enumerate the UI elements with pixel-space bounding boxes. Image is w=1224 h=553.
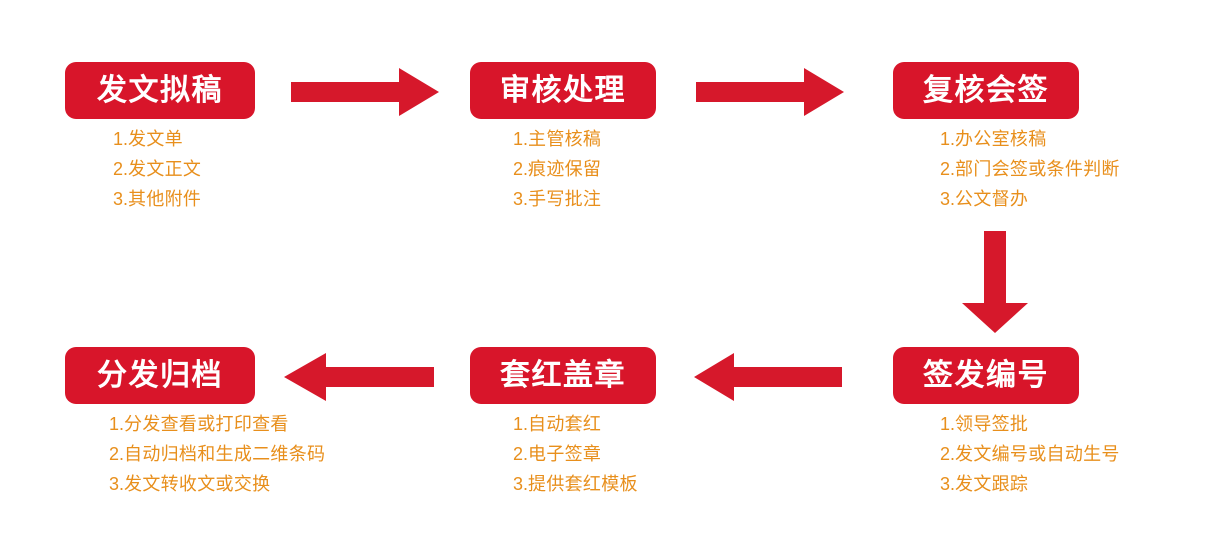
stage-pill-4[interactable]: 签发编号 xyxy=(893,347,1079,404)
list-item: 3.公文督办 xyxy=(940,184,1120,214)
list-item-label: 部门会签或条件判断 xyxy=(955,159,1120,179)
list-item-number: 2. xyxy=(113,159,129,179)
list-item-label: 发文编号或自动生号 xyxy=(955,444,1120,464)
stage-list-5: 1.自动套红 2.电子签章 3.提供套红模板 xyxy=(513,409,638,499)
list-item-number: 2. xyxy=(940,444,956,464)
stage-title-3: 复核会签 xyxy=(923,73,1049,107)
list-item-number: 3. xyxy=(113,189,129,209)
list-item-label: 分发查看或打印查看 xyxy=(124,414,289,434)
list-item-label: 发文转收文或交换 xyxy=(124,474,271,494)
list-item-label: 手写批注 xyxy=(528,189,602,209)
list-item-label: 发文单 xyxy=(128,129,183,149)
stage-pill-3[interactable]: 复核会签 xyxy=(893,62,1079,119)
arrow-right-icon xyxy=(696,66,844,118)
list-item: 2.电子签章 xyxy=(513,439,638,469)
list-item: 3.其他附件 xyxy=(113,184,201,214)
arrow-down-icon xyxy=(960,231,1030,333)
stage-title-1: 发文拟稿 xyxy=(97,73,223,107)
list-item-number: 2. xyxy=(513,159,529,179)
list-item: 1.分发查看或打印查看 xyxy=(109,409,325,439)
list-item-label: 主管核稿 xyxy=(528,129,602,149)
stage-title-5: 套红盖章 xyxy=(500,358,626,392)
list-item: 2.发文编号或自动生号 xyxy=(940,439,1120,469)
stage-title-4: 签发编号 xyxy=(923,358,1049,392)
list-item-label: 领导签批 xyxy=(955,414,1029,434)
list-item-number: 2. xyxy=(109,444,125,464)
stage-title-6: 分发归档 xyxy=(97,358,223,392)
stage-title-2: 审核处理 xyxy=(500,73,626,107)
list-item-label: 自动套红 xyxy=(528,414,602,434)
arrow-left-icon xyxy=(284,351,434,403)
list-item-label: 其他附件 xyxy=(128,189,202,209)
list-item-number: 3. xyxy=(940,474,956,494)
list-item: 1.自动套红 xyxy=(513,409,638,439)
list-item: 1.领导签批 xyxy=(940,409,1120,439)
list-item: 2.痕迹保留 xyxy=(513,154,601,184)
list-item: 1.办公室核稿 xyxy=(940,124,1120,154)
arrow-right-icon xyxy=(291,66,439,118)
list-item-label: 电子签章 xyxy=(528,444,602,464)
list-item-number: 1. xyxy=(109,414,125,434)
list-item-number: 1. xyxy=(513,414,529,434)
arrow-left-icon xyxy=(694,351,842,403)
list-item: 2.部门会签或条件判断 xyxy=(940,154,1120,184)
stage-list-6: 1.分发查看或打印查看 2.自动归档和生成二维条码 3.发文转收文或交换 xyxy=(109,409,325,499)
list-item-label: 发文正文 xyxy=(128,159,202,179)
list-item: 3.提供套红模板 xyxy=(513,469,638,499)
list-item: 3.发文跟踪 xyxy=(940,469,1120,499)
list-item: 1.主管核稿 xyxy=(513,124,601,154)
list-item-label: 提供套红模板 xyxy=(528,474,638,494)
list-item-number: 1. xyxy=(940,129,956,149)
list-item-label: 办公室核稿 xyxy=(955,129,1047,149)
list-item-number: 1. xyxy=(513,129,529,149)
list-item: 1.发文单 xyxy=(113,124,201,154)
stage-pill-2[interactable]: 审核处理 xyxy=(470,62,656,119)
stage-list-1: 1.发文单 2.发文正文 3.其他附件 xyxy=(113,124,201,214)
list-item-number: 3. xyxy=(940,189,956,209)
stage-list-3: 1.办公室核稿 2.部门会签或条件判断 3.公文督办 xyxy=(940,124,1120,214)
list-item-number: 3. xyxy=(513,474,529,494)
list-item-number: 3. xyxy=(513,189,529,209)
list-item: 2.自动归档和生成二维条码 xyxy=(109,439,325,469)
list-item-number: 3. xyxy=(109,474,125,494)
list-item-label: 痕迹保留 xyxy=(528,159,602,179)
list-item: 3.手写批注 xyxy=(513,184,601,214)
list-item-number: 1. xyxy=(113,129,129,149)
list-item-label: 公文督办 xyxy=(955,189,1029,209)
list-item-label: 自动归档和生成二维条码 xyxy=(124,444,326,464)
list-item-number: 2. xyxy=(940,159,956,179)
list-item: 2.发文正文 xyxy=(113,154,201,184)
list-item-label: 发文跟踪 xyxy=(955,474,1029,494)
stage-pill-1[interactable]: 发文拟稿 xyxy=(65,62,255,119)
stage-pill-6[interactable]: 分发归档 xyxy=(65,347,255,404)
list-item: 3.发文转收文或交换 xyxy=(109,469,325,499)
stage-list-2: 1.主管核稿 2.痕迹保留 3.手写批注 xyxy=(513,124,601,214)
list-item-number: 2. xyxy=(513,444,529,464)
list-item-number: 1. xyxy=(940,414,956,434)
stage-list-4: 1.领导签批 2.发文编号或自动生号 3.发文跟踪 xyxy=(940,409,1120,499)
stage-pill-5[interactable]: 套红盖章 xyxy=(470,347,656,404)
